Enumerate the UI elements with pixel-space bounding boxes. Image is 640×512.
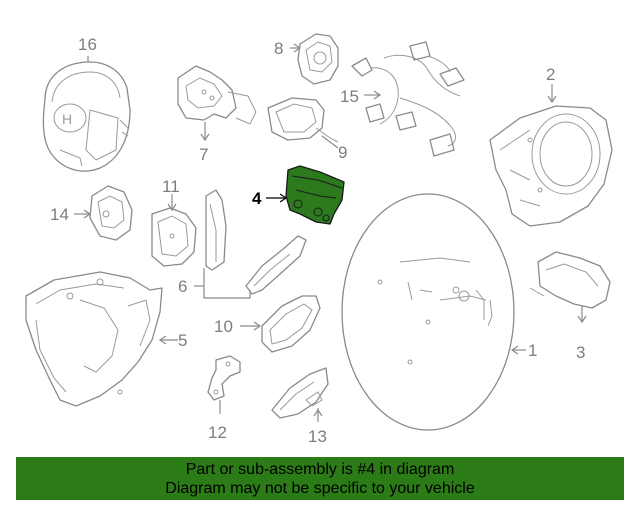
svg-text:H: H — [62, 111, 72, 127]
callout-5: 5 — [178, 331, 187, 350]
part-4-highlighted[interactable]: 4 — [252, 165, 345, 225]
callout-13: 13 — [308, 427, 327, 446]
callout-6: 6 — [178, 277, 187, 296]
callout-12: 12 — [208, 423, 227, 442]
part-15-harness[interactable]: 15 — [340, 41, 465, 157]
part-9-switch[interactable]: 9 — [267, 97, 347, 162]
callout-7: 7 — [199, 145, 208, 164]
part-1-steering-wheel[interactable]: 1 — [341, 193, 537, 431]
exploded-parts-diagram: H 16 7 8 — [25, 33, 613, 446]
part-12-bracket[interactable]: 12 — [207, 355, 241, 442]
part-11-switch[interactable]: 11 — [151, 177, 197, 267]
callout-15: 15 — [340, 87, 359, 106]
banner-line-1: Part or sub-assembly is #4 in diagram — [185, 461, 455, 478]
callout-10: 10 — [214, 317, 233, 336]
part-10-switch[interactable]: 10 — [214, 295, 321, 353]
info-banner: Part or sub-assembly is #4 in diagram Di… — [16, 457, 624, 500]
callout-16: 16 — [78, 35, 97, 54]
callout-1: 1 — [528, 341, 537, 360]
callout-11: 11 — [162, 177, 180, 196]
callout-9: 9 — [338, 143, 347, 162]
callout-2: 2 — [546, 65, 555, 84]
part-6-bracket[interactable]: 6 — [178, 189, 307, 299]
part-16-airbag[interactable]: H 16 — [42, 35, 131, 172]
callout-4: 4 — [252, 189, 262, 208]
part-14-switch[interactable]: 14 — [50, 185, 133, 241]
banner-line-2: Diagram may not be specific to your vehi… — [165, 480, 475, 497]
part-8-switch[interactable]: 8 — [274, 33, 339, 85]
callout-14: 14 — [50, 205, 69, 224]
part-13-cover[interactable]: 13 — [271, 367, 329, 446]
part-5-garnish[interactable]: 5 — [25, 271, 187, 407]
part-7-switch[interactable]: 7 — [177, 65, 257, 164]
part-3-cover[interactable]: 3 — [529, 251, 611, 362]
callout-3: 3 — [576, 343, 585, 362]
callout-8: 8 — [274, 39, 283, 58]
part-2-rear-cover[interactable]: 2 — [489, 65, 613, 227]
